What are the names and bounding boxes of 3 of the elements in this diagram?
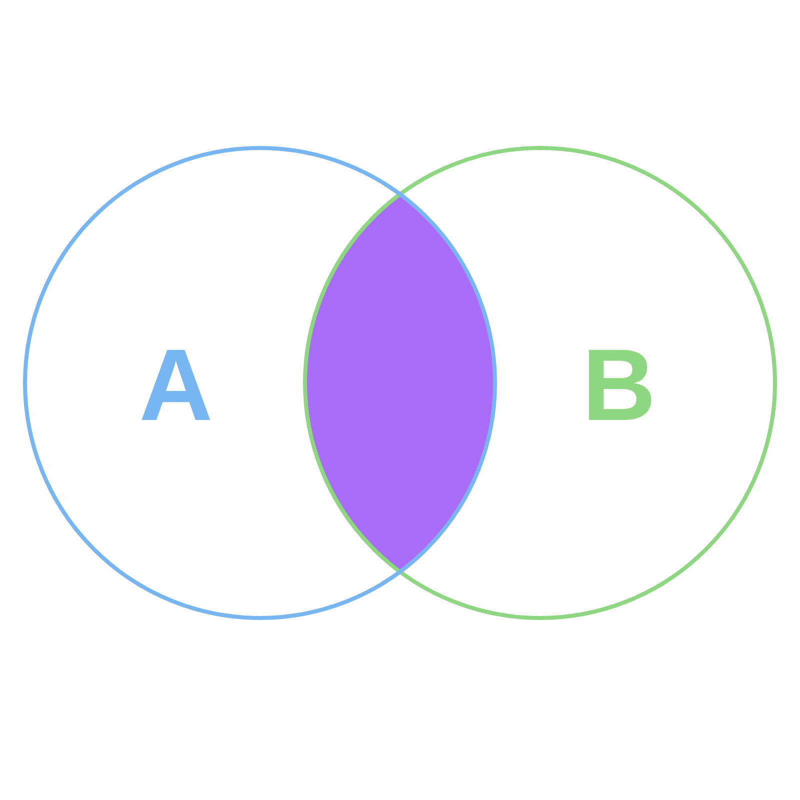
set-label: A [139,334,213,436]
set-label: B [582,334,656,436]
set-circle [303,146,777,620]
